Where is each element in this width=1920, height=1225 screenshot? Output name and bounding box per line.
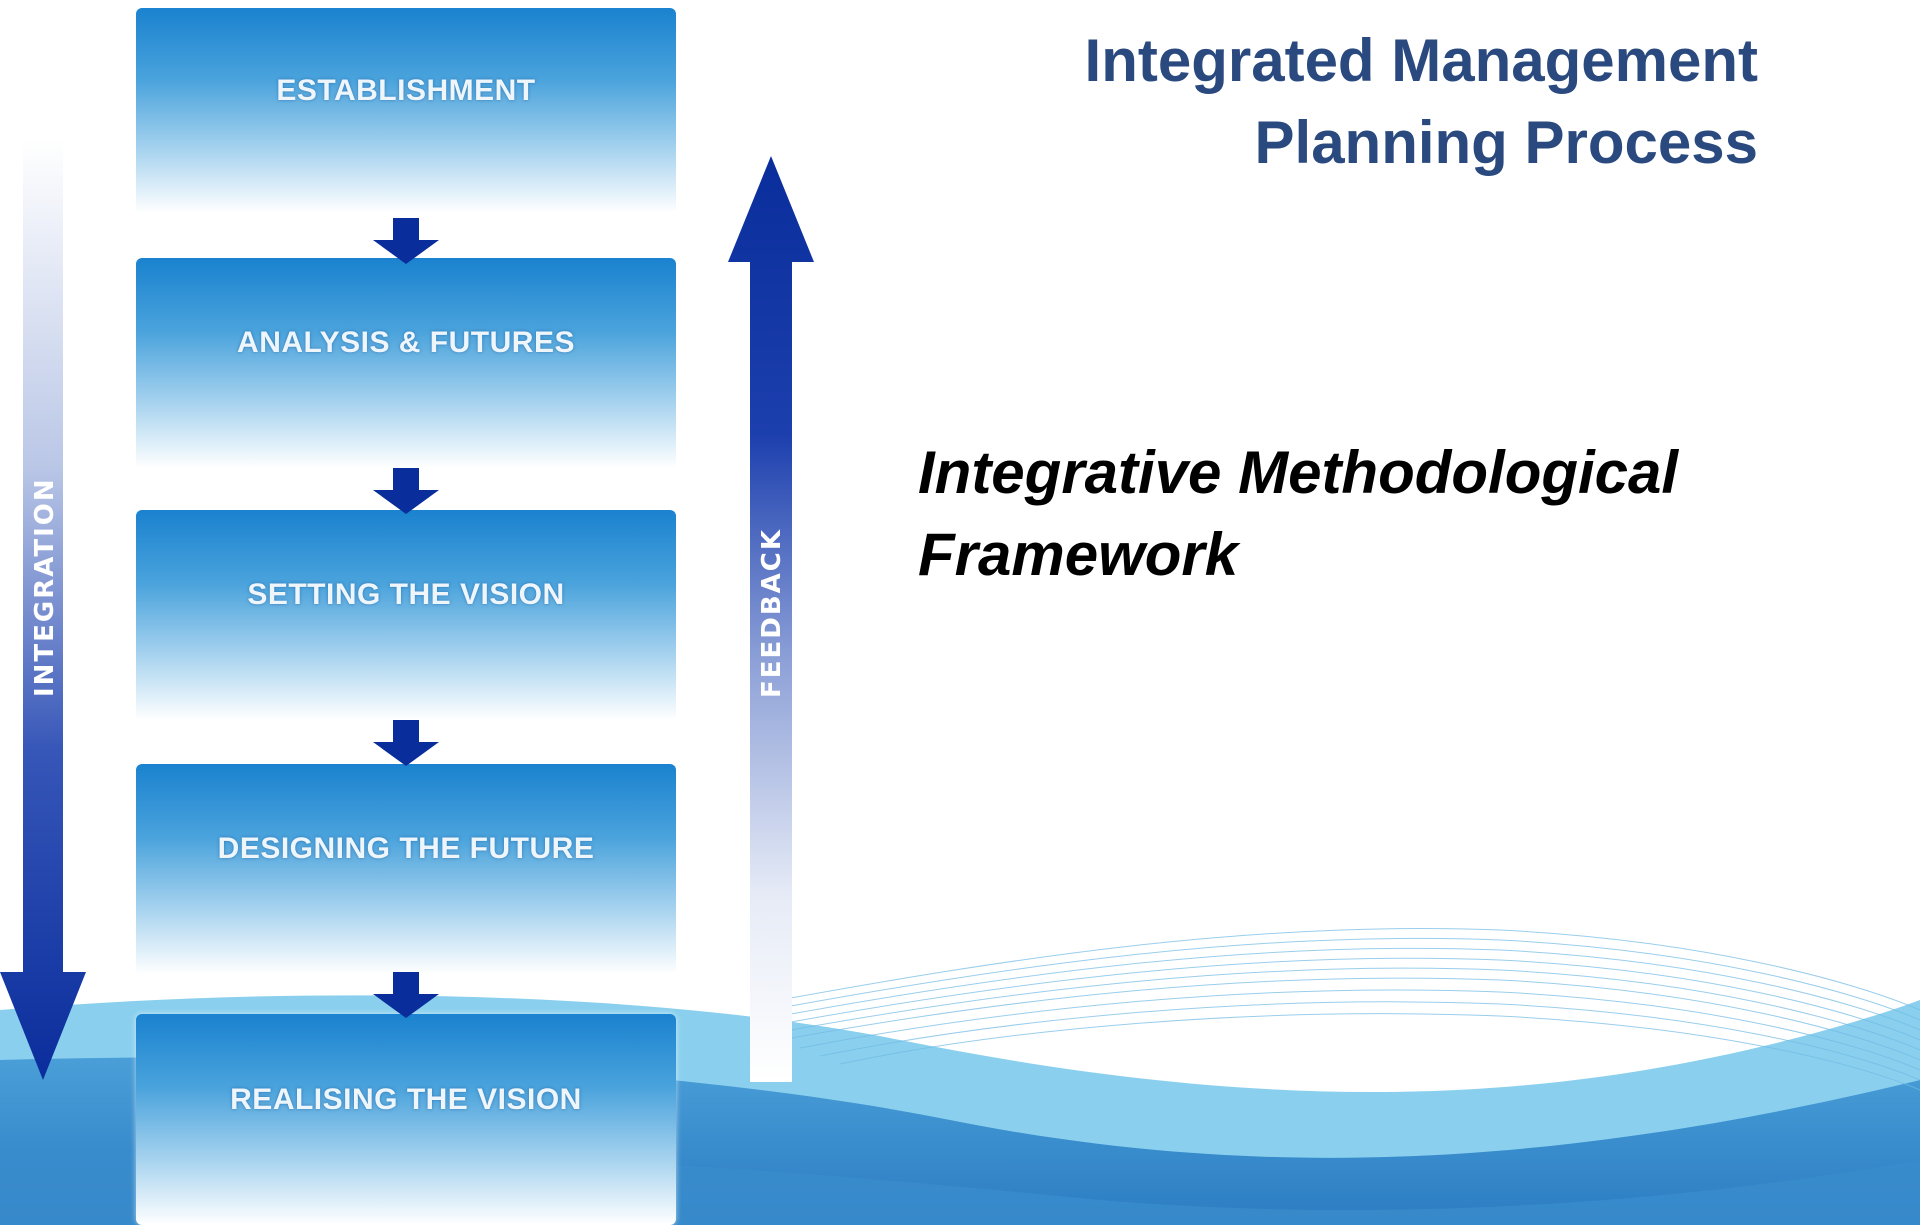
stage-box-analysis-futures: ANALYSIS & FUTURES: [136, 258, 676, 468]
page-subtitle: Integrative Methodological Framework: [918, 432, 1818, 596]
down-arrow-icon: [373, 972, 439, 1018]
title-line-1: Integrated Management: [1084, 27, 1758, 94]
down-arrow-icon: [373, 468, 439, 514]
stage-box-setting-the-vision: SETTING THE VISION: [136, 510, 676, 720]
down-arrow-icon: [373, 218, 439, 264]
down-arrow-icon: [373, 720, 439, 766]
title-line-2: Planning Process: [1254, 109, 1759, 176]
integration-arrow-icon: [0, 140, 86, 1080]
wave-lines: [779, 927, 1920, 1091]
stage-label: DESIGNING THE FUTURE: [217, 832, 595, 865]
stage-box-establishment: ESTABLISHMENT: [136, 8, 676, 213]
subtitle-line-2: Framework: [918, 521, 1239, 588]
stage-box-realising-the-vision: REALISING THE VISION: [136, 1014, 676, 1225]
feedback-arrow-icon: [728, 156, 814, 1082]
stage-label: ANALYSIS & FUTURES: [237, 326, 575, 359]
stage-label: ESTABLISHMENT: [276, 73, 536, 107]
subtitle-line-1: Integrative Methodological: [918, 439, 1679, 506]
stage-box-designing-the-future: DESIGNING THE FUTURE: [136, 764, 676, 974]
stage-label: SETTING THE VISION: [247, 578, 565, 611]
integration-label: INTEGRATION: [30, 477, 60, 697]
page-title: Integrated Management Planning Process: [858, 20, 1758, 184]
stage-label: REALISING THE VISION: [230, 1082, 582, 1116]
feedback-label: FEEDBACK: [757, 527, 787, 699]
